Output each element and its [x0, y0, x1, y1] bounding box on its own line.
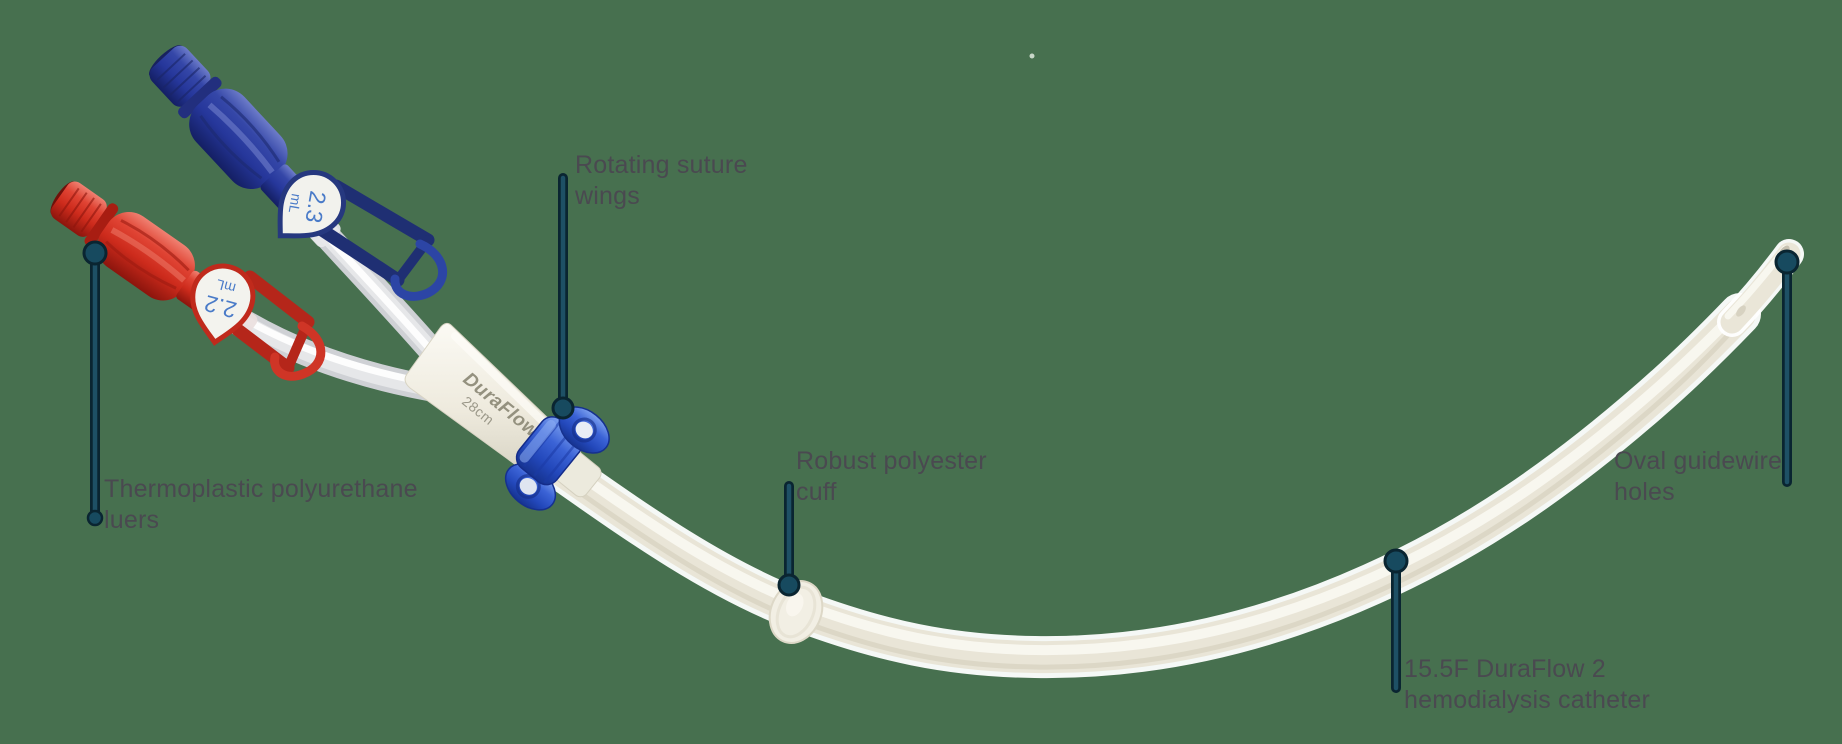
leader-dot — [777, 573, 801, 597]
background-speck — [1029, 53, 1035, 59]
blue-priming-volume-label: 2.3 mL — [277, 169, 347, 239]
red-priming-volume-label: 2.2 mL — [190, 263, 256, 346]
leader-line-polyester-cuff — [777, 481, 801, 597]
leader-line-rotating-suture-wings — [551, 173, 575, 420]
leader-lines — [82, 173, 1800, 693]
blue-clamp: 2.3 mL — [277, 169, 448, 301]
leader-dot — [82, 240, 108, 266]
label-guidewire-holes: Oval guidewire holes — [1614, 446, 1782, 508]
label-rotating-suture-wings: Rotating suture wings — [575, 150, 748, 212]
label-thermoplastic-luers: Thermoplastic polyurethane luers — [104, 474, 418, 536]
label-line: Thermoplastic polyurethane — [104, 475, 418, 503]
label-line: 15.5F DuraFlow 2 — [1404, 655, 1606, 683]
guidewire-hole-secondary — [1736, 305, 1746, 317]
red-clamp-unit-text: mL — [214, 276, 237, 297]
label-polyester-cuff: Robust polyester cuff — [796, 446, 987, 508]
label-line: hemodialysis catheter — [1404, 686, 1650, 714]
label-catheter-name: 15.5F DuraFlow 2 hemodialysis catheter — [1404, 654, 1650, 716]
blue-clamp-unit-text: mL — [286, 192, 305, 214]
label-line: Rotating suture — [575, 151, 748, 179]
leader-dot — [1774, 249, 1800, 275]
label-line: holes — [1614, 478, 1675, 506]
leader-dot — [1383, 548, 1409, 574]
label-line: cuff — [796, 478, 837, 506]
label-line: Oval guidewire — [1614, 447, 1783, 475]
leader-line-guidewire-holes — [1774, 249, 1800, 487]
suture-wing-upper — [558, 406, 610, 454]
leader-dot — [551, 396, 575, 420]
red-clamp: 2.2 mL — [190, 263, 326, 381]
blue-clamp-volume-text: 2.3 — [300, 189, 331, 225]
rotating-suture-wing — [504, 406, 610, 511]
leader-line-thermoplastic-luers — [82, 240, 108, 527]
polyester-cuff — [768, 580, 824, 644]
label-line: wings — [575, 182, 640, 210]
leader-line-catheter-name — [1383, 548, 1409, 693]
catheter-tube — [535, 293, 1761, 679]
label-line: luers — [104, 506, 160, 534]
label-line: Robust polyester — [796, 447, 987, 475]
